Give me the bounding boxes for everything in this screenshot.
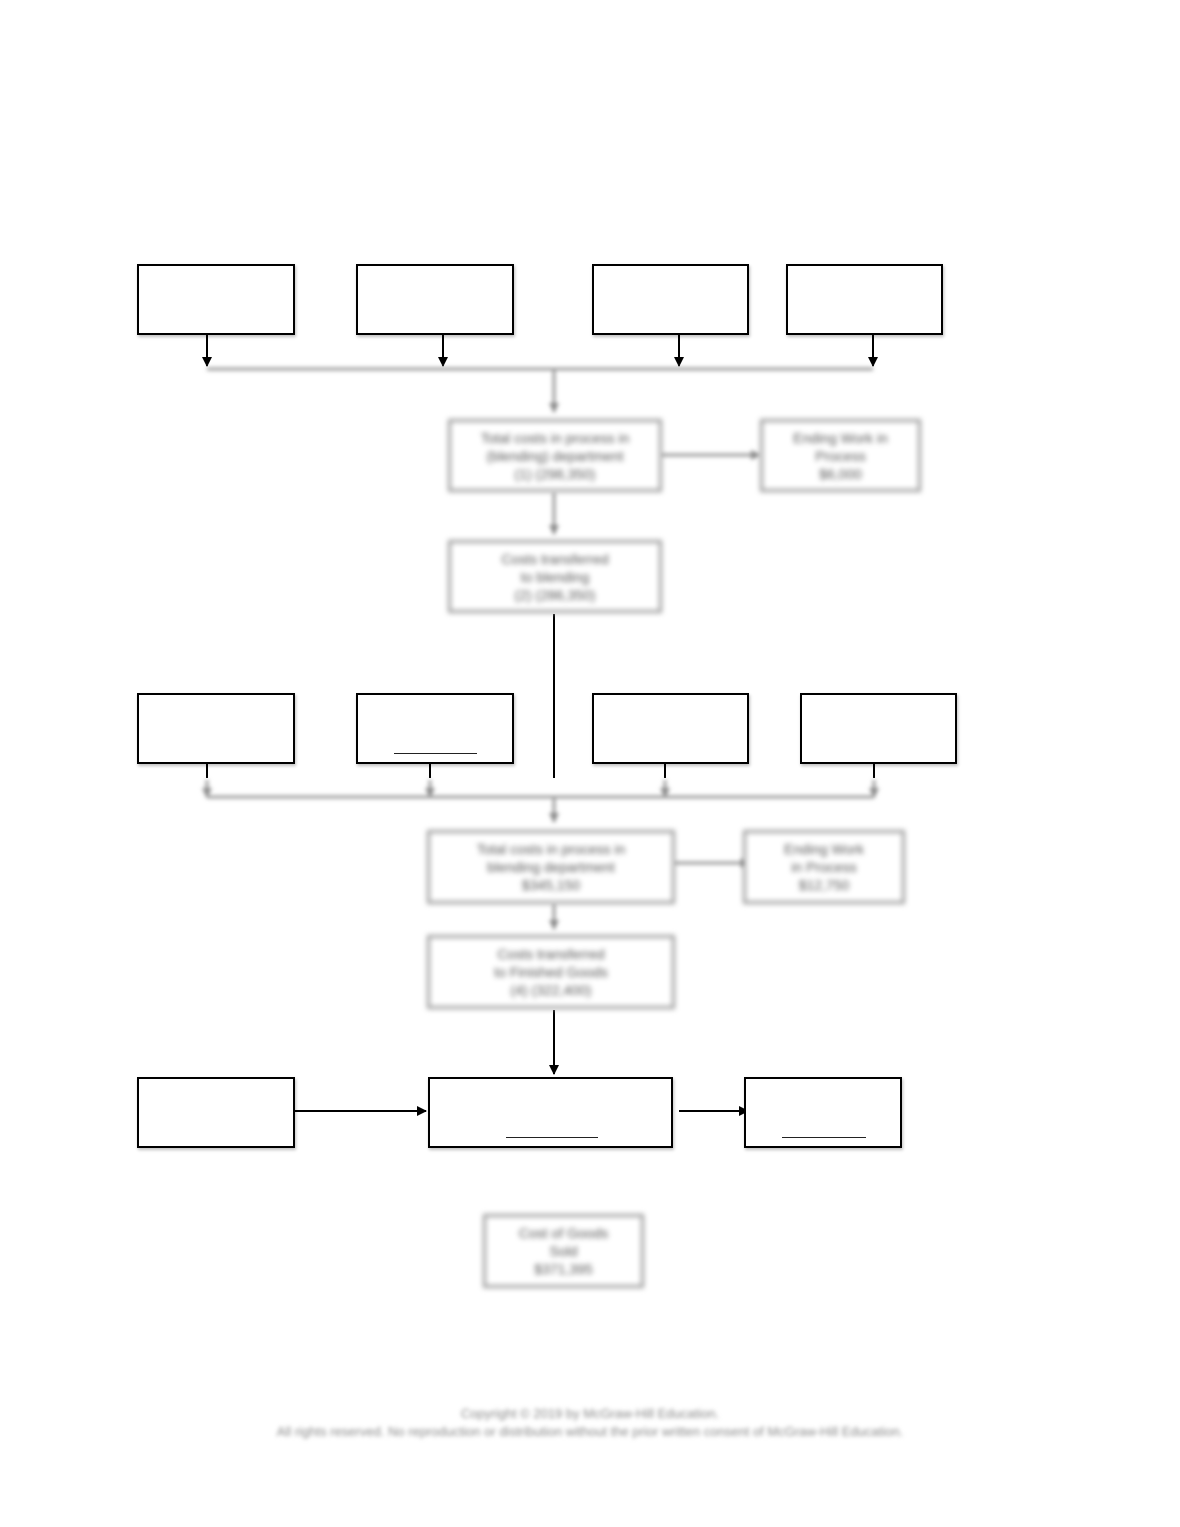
answer-blank-line bbox=[394, 753, 477, 754]
blending-ending-wip-box: Ending Work in Process $12,750 bbox=[743, 830, 905, 904]
blending-ending-wip-line3: $12,750 bbox=[798, 877, 850, 893]
blending-ending-wip-line1: Ending Work bbox=[784, 841, 864, 857]
mixing-transferred-line3: (2) (286,350) bbox=[514, 586, 596, 603]
blending-transferred-line2: to Finished Goods bbox=[494, 964, 608, 980]
finished-goods-total-box bbox=[428, 1077, 673, 1148]
mixing-connectors bbox=[207, 367, 873, 535]
blending-connectors bbox=[202, 780, 879, 930]
mixing-ending-wip-line1: Ending Work in bbox=[793, 429, 888, 446]
blending-transferred-box: Costs transferred to Finished Goods (4) … bbox=[427, 935, 675, 1009]
mixing-transferred-box: Costs transferred to blending (2) (286,3… bbox=[448, 540, 662, 613]
mixing-total-cost-line2: (blending) department bbox=[486, 447, 624, 464]
cogs-line2: Sold bbox=[549, 1243, 578, 1259]
blending-transferred-line1: Costs transferred bbox=[497, 946, 605, 962]
mixing-transferred-line2: to blending bbox=[520, 568, 590, 585]
copyright-line: Copyright © 2019 by McGraw-Hill Educatio… bbox=[460, 1406, 720, 1421]
blending-total-cost-line2: blending department bbox=[487, 859, 615, 875]
copyright-footer: Copyright © 2019 by McGraw-Hill Educatio… bbox=[0, 1405, 1180, 1441]
blending-input-box-3 bbox=[592, 693, 749, 764]
blending-input-box-1 bbox=[137, 693, 295, 764]
finished-goods-ending-box bbox=[744, 1077, 902, 1148]
blending-input-box-4 bbox=[800, 693, 957, 764]
cogs-line1: Cost of Goods bbox=[518, 1225, 609, 1241]
mixing-input-box-4 bbox=[786, 264, 943, 335]
top-row-arrows bbox=[202, 334, 878, 367]
blending-total-cost-line3: $345,150 bbox=[521, 877, 581, 893]
finished-goods-input-box bbox=[137, 1077, 295, 1148]
middle-row-stubs bbox=[206, 763, 875, 778]
mixing-input-box-2 bbox=[356, 264, 514, 335]
mixing-input-box-3 bbox=[592, 264, 749, 335]
blending-total-cost-box: Total costs in process in blending depar… bbox=[427, 830, 675, 904]
rights-line: All rights reserved. No reproduction or … bbox=[276, 1424, 904, 1439]
mixing-ending-wip-box: Ending Work in Process $6,000 bbox=[760, 419, 921, 492]
cogs-box: Cost of Goods Sold $371,395 bbox=[483, 1214, 644, 1288]
mixing-ending-wip-line3: $6,000 bbox=[819, 465, 862, 482]
mixing-transferred-line1: Costs transferred bbox=[501, 550, 609, 567]
mixing-total-cost-line1: Total costs in process in bbox=[480, 429, 630, 446]
mixing-input-box-1 bbox=[137, 264, 295, 335]
answer-blank-line bbox=[782, 1137, 866, 1138]
mixing-ending-wip-line2: Process bbox=[815, 447, 866, 464]
finished-goods-arrows bbox=[291, 1010, 749, 1116]
cogs-line3: $371,395 bbox=[534, 1261, 593, 1277]
answer-blank-line bbox=[506, 1137, 598, 1138]
blending-ending-wip-line2: in Process bbox=[791, 859, 857, 875]
mixing-total-cost-box: Total costs in process in (blending) dep… bbox=[448, 419, 662, 492]
blending-transferred-line3: (4) (322,400) bbox=[510, 982, 592, 998]
blending-total-cost-line1: Total costs in process in bbox=[476, 841, 626, 857]
mixing-total-cost-line3: (1) (298,350) bbox=[514, 465, 596, 482]
blending-input-box-2 bbox=[356, 693, 514, 764]
